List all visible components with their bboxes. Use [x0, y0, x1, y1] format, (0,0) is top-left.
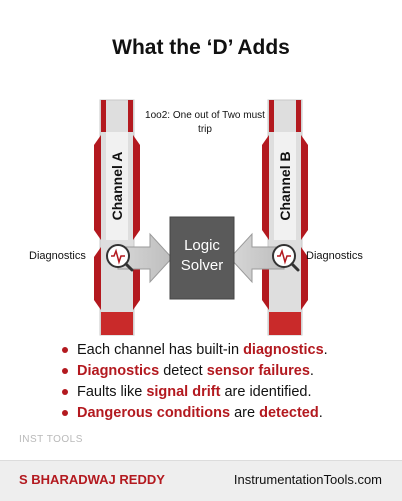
arrow-channel-b-to-solver [229, 232, 285, 284]
architecture-diagram [94, 99, 308, 336]
bullet-item: Faults like signal drift are identified. [62, 382, 392, 403]
arrow-channel-a-to-solver [117, 232, 173, 284]
bullet-dot [62, 368, 68, 374]
diagnostics-icon-a [106, 244, 134, 272]
logic-solver-label: Logic Solver [180, 237, 224, 274]
bullet-item: Each channel has built-in diagnostics. [62, 340, 392, 361]
diagnostics-label-left: Diagnostics [29, 250, 86, 262]
bullet-dot [62, 347, 68, 353]
footer-bar: S BHARADWAJ REDDY InstrumentationTools.c… [0, 460, 402, 501]
diagnostics-label-right: Diagnostics [306, 250, 363, 262]
bullet-dot [62, 389, 68, 395]
channel-b [262, 99, 308, 336]
diagnostics-icon-b [272, 244, 300, 272]
footer-author: S BHARADWAJ REDDY [19, 472, 165, 487]
channel-b-label: Channel B [277, 151, 293, 221]
bullet-item: Dangerous conditions are detected. [62, 403, 392, 424]
watermark: INST TOOLS [19, 434, 83, 445]
bullet-item: Diagnostics detect sensor failures. [62, 361, 392, 382]
logic-solver-box [169, 216, 235, 300]
bullet-dot [62, 410, 68, 416]
page-title: What the ‘D’ Adds [112, 36, 290, 59]
voting-note: 1oo2: One out of Two must trip [145, 110, 265, 135]
bullet-list: Each channel has built-in diagnostics. D… [62, 340, 392, 424]
footer-site: InstrumentationTools.com [233, 472, 382, 487]
channel-a-label: Channel A [109, 151, 125, 221]
